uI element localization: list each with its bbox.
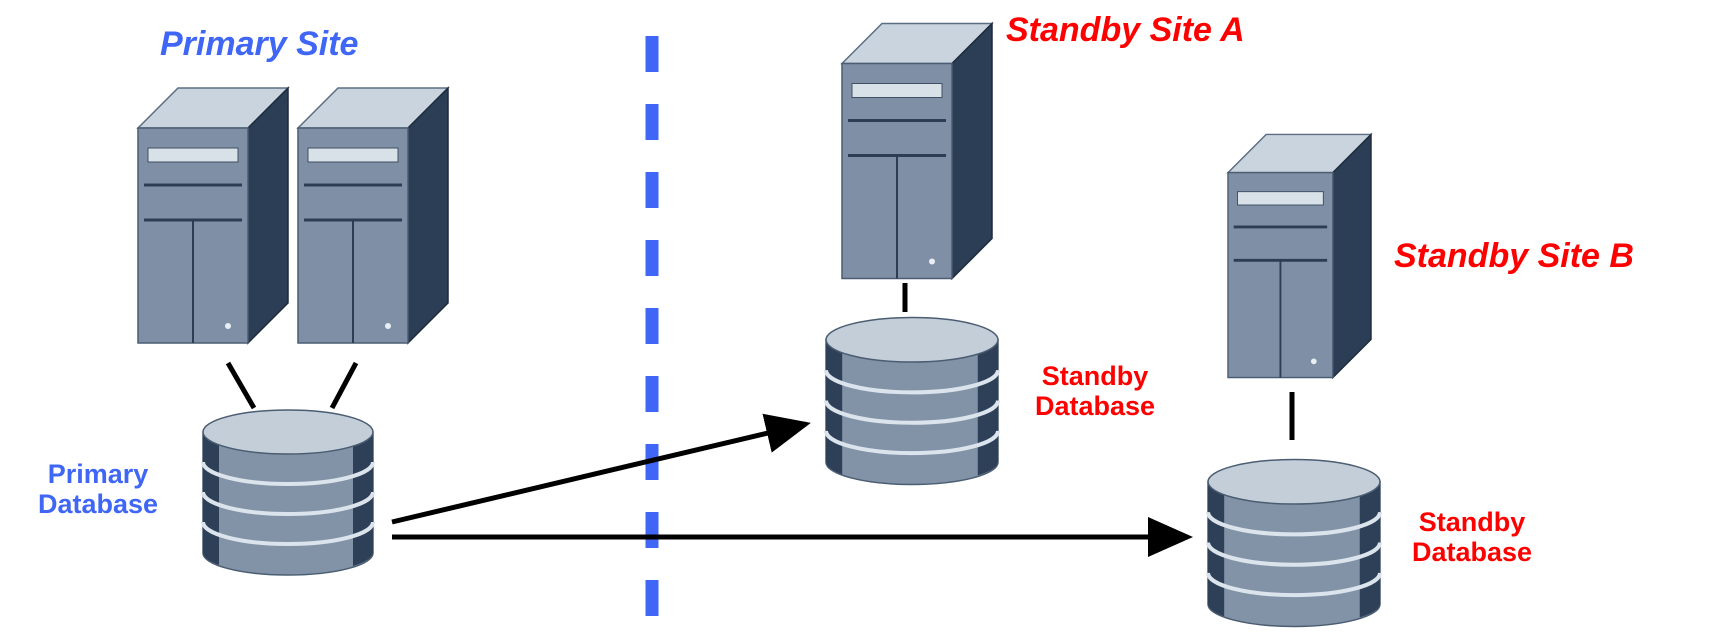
primary-server-right-link: [329, 361, 359, 410]
standby-a-server-icon: [840, 21, 994, 281]
primary-server-left-icon: [136, 86, 290, 345]
standby-b-database-icon: [1208, 460, 1380, 627]
redo-arrow-to-standby-a: [391, 413, 811, 525]
standby-a-database-label: Standby Database: [1005, 361, 1185, 421]
primary-database-label-line1: Primary: [47, 459, 149, 489]
primary-database-label: Primary Database: [18, 459, 178, 519]
standby-a-database-label-line1: Standby: [1041, 361, 1149, 391]
primary-site-title: Primary Site: [160, 25, 359, 63]
standby-b-database-label-line2: Database: [1411, 536, 1533, 567]
standby-b-server-icon: [1226, 132, 1373, 380]
primary-server-right-icon: [296, 86, 450, 345]
standby-site-a-title: Standby Site A: [1006, 11, 1245, 49]
primary-server-left-link: [225, 361, 257, 410]
primary-database-icon: [201, 408, 375, 577]
standby-b-database-label: Standby Database: [1382, 507, 1562, 567]
standby-a-database-icon: [826, 318, 998, 485]
standby-a-database-label-line2: Database: [1034, 390, 1156, 421]
standby-site-b-title: Standby Site B: [1394, 237, 1634, 275]
standby-b-database-label-line1: Standby: [1418, 507, 1526, 537]
primary-database-label-line2: Database: [37, 488, 159, 519]
